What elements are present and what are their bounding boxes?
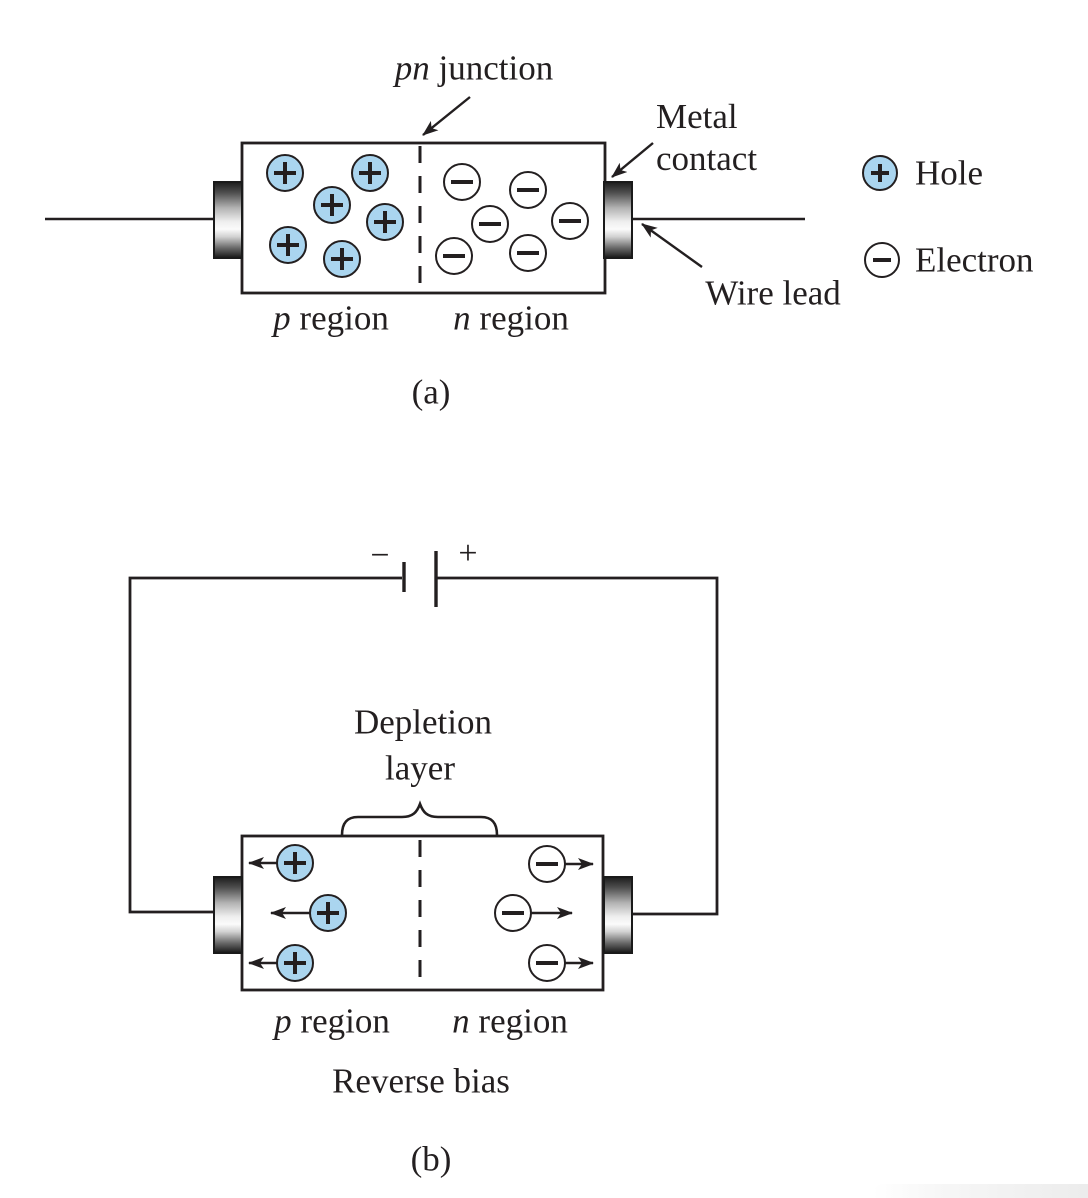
electron-particle xyxy=(509,234,547,272)
pn-junction-label-rest: junction xyxy=(429,48,554,88)
wire-lead-pointer-arrow xyxy=(641,223,703,268)
depletion-layer-label-line1: Depletion xyxy=(353,702,493,742)
electron-particle xyxy=(494,894,532,932)
pn-junction-label-italic: pn xyxy=(394,48,430,88)
minus-icon xyxy=(530,847,564,881)
legend-hole-label: Hole xyxy=(915,153,984,193)
electron-particle xyxy=(551,202,589,240)
p-region-label-b: p region xyxy=(274,1001,390,1041)
electron-particle xyxy=(443,163,481,201)
hole-particle xyxy=(276,944,314,982)
minus-icon xyxy=(866,244,898,276)
depletion-layer-brace xyxy=(340,800,499,837)
n-region-label-b: n region xyxy=(452,1001,568,1041)
plus-icon xyxy=(315,188,349,222)
legend-electron-label: Electron xyxy=(915,240,1034,280)
minus-icon xyxy=(530,946,564,980)
minus-icon xyxy=(496,896,530,930)
minus-icon xyxy=(473,207,507,241)
reverse-bias-label: Reverse bias xyxy=(332,1061,510,1101)
metal-contact-label: Metal contact xyxy=(656,97,758,178)
n-region-label-a: n region xyxy=(453,298,569,338)
plus-icon xyxy=(353,156,387,190)
caption-a: (a) xyxy=(411,372,451,412)
hole-particle xyxy=(269,226,307,264)
metal-contact-left-b xyxy=(213,876,243,954)
hole-particle xyxy=(351,154,389,192)
plus-icon xyxy=(311,896,345,930)
plus-icon xyxy=(368,205,402,239)
plus-icon xyxy=(278,946,312,980)
metal-contact-pointer-arrow xyxy=(611,142,654,178)
legend-electron-icon xyxy=(864,242,900,278)
electron-particle xyxy=(528,944,566,982)
minus-icon xyxy=(437,239,471,273)
hole-particle xyxy=(276,844,314,882)
minus-icon xyxy=(511,173,545,207)
minus-icon xyxy=(445,165,479,199)
battery-plus-label: + xyxy=(458,535,478,572)
plus-icon xyxy=(271,228,305,262)
electron-particle xyxy=(435,237,473,275)
hole-particle xyxy=(323,240,361,278)
plus-icon xyxy=(325,242,359,276)
wire-lead-label: Wire lead xyxy=(705,273,841,313)
pn-junction-label: pn junction xyxy=(395,51,553,86)
page-edge-artifact xyxy=(873,1184,1088,1198)
plus-icon xyxy=(268,156,302,190)
minus-icon xyxy=(511,236,545,270)
plus-icon xyxy=(864,157,896,189)
plus-icon xyxy=(278,846,312,880)
depletion-layer-label-line2: layer xyxy=(385,748,455,788)
minus-icon xyxy=(553,204,587,238)
circuit-wire-right-b xyxy=(437,576,719,916)
battery-minus-label: − xyxy=(370,537,390,574)
metal-contact-right-a xyxy=(603,181,633,259)
p-region-label-a: p region xyxy=(273,298,389,338)
metal-contact-left-a xyxy=(213,181,243,259)
pn-junction-pointer-arrow xyxy=(422,96,471,136)
hole-particle xyxy=(309,894,347,932)
electron-particle xyxy=(509,171,547,209)
circuit-wire-left-b xyxy=(128,576,402,914)
metal-contact-right-b xyxy=(603,876,633,954)
legend-hole-icon xyxy=(862,155,898,191)
caption-b: (b) xyxy=(410,1139,452,1179)
electron-particle xyxy=(528,845,566,883)
hole-particle xyxy=(313,186,351,224)
hole-particle xyxy=(366,203,404,241)
electron-particle xyxy=(471,205,509,243)
hole-particle xyxy=(266,154,304,192)
